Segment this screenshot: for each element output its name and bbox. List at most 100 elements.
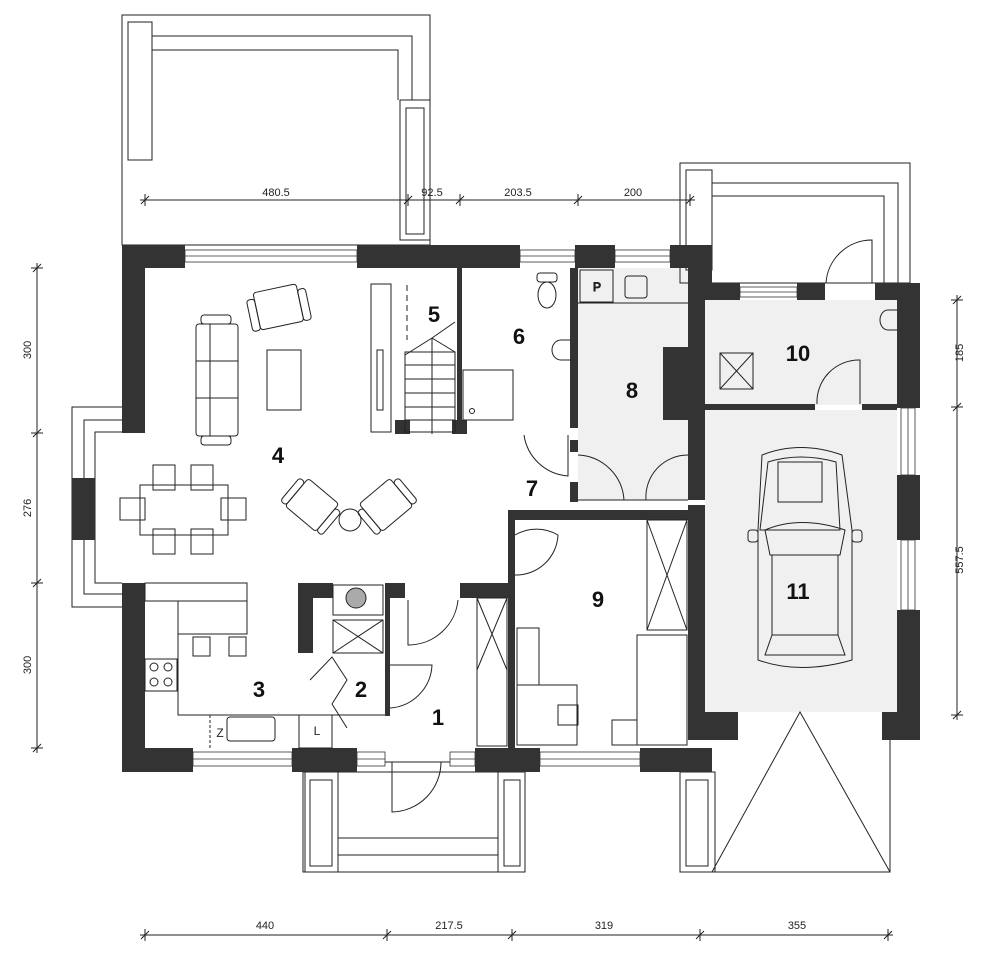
chair	[190, 464, 214, 491]
dim-tick	[32, 743, 42, 753]
room-number-10: 10	[786, 341, 810, 366]
chair	[152, 464, 176, 491]
sofa-body	[195, 323, 239, 437]
chair	[190, 528, 214, 555]
burner	[149, 662, 159, 672]
wardrobe-cross	[476, 597, 508, 671]
dim-tick	[573, 195, 583, 205]
wall-segment	[385, 598, 390, 716]
wall-segment	[357, 245, 520, 268]
kitchen-island	[177, 600, 248, 635]
sliding-partition	[309, 656, 348, 729]
dim-bottom-1: 440	[256, 920, 274, 932]
wall-segment	[663, 347, 688, 420]
chair-arm	[317, 508, 341, 535]
room-number-3: 3	[253, 677, 265, 702]
entrance-door-swing	[391, 761, 442, 813]
dim-left-3: 300	[22, 656, 34, 674]
boiler-label: P	[593, 280, 601, 294]
utility-sink	[624, 275, 648, 299]
porch-outline	[302, 771, 526, 873]
wall-segment	[292, 748, 357, 772]
staircase	[370, 283, 456, 434]
wall-segment	[897, 610, 920, 740]
door-swing	[523, 434, 569, 477]
dishwasher-label: L	[314, 724, 321, 738]
kitchen-counter	[177, 634, 385, 716]
chimney-shaft	[332, 619, 384, 654]
dim-tick	[507, 930, 517, 940]
door-swing	[389, 664, 433, 709]
dining-set	[119, 464, 247, 555]
wall-segment	[570, 268, 578, 428]
porch	[302, 771, 526, 873]
door-swing	[645, 454, 689, 501]
room-number-1: 1	[432, 705, 444, 730]
dimension-labels: 480.5 92.5 203.5 200 440 217.5 319 355 3…	[22, 187, 966, 932]
bar-stool	[192, 636, 211, 657]
chair-arm	[357, 508, 381, 535]
side-table	[338, 508, 362, 532]
burner	[163, 662, 173, 672]
wall-segment	[570, 440, 578, 452]
car-windshield	[777, 461, 823, 503]
chair	[119, 497, 146, 521]
terrace-top	[121, 14, 431, 246]
chair	[152, 528, 176, 555]
dim-tick	[382, 930, 392, 940]
dim-tick	[140, 930, 150, 940]
dim-tick	[952, 402, 962, 412]
armchair-arm	[246, 298, 261, 332]
room-number-11: 11	[786, 579, 809, 604]
door-swing	[407, 599, 459, 646]
washbasin-icon	[551, 339, 570, 361]
burner	[163, 677, 173, 687]
dim-top-1: 480.5	[262, 187, 290, 199]
wall-segment	[395, 420, 410, 434]
sofa	[195, 314, 239, 446]
dimension-lines	[31, 194, 963, 941]
wall-segment	[688, 300, 705, 500]
washbasin-icon	[879, 309, 897, 331]
wall-segment	[508, 510, 515, 748]
chair-arm	[393, 478, 417, 505]
wall-segment	[700, 283, 740, 300]
car-mirror	[747, 529, 759, 543]
dim-tick	[403, 195, 413, 205]
room-number-8: 8	[626, 378, 638, 403]
desk	[516, 684, 578, 746]
shower-tray	[462, 369, 514, 421]
dim-top-3: 203.5	[504, 187, 532, 199]
door-swing	[514, 528, 559, 576]
floor-room-11	[705, 410, 897, 712]
terrace-edge	[712, 182, 899, 283]
door-swing	[825, 239, 873, 284]
chair	[220, 497, 247, 521]
wall-segment	[457, 268, 462, 432]
kitchen-counter	[144, 582, 248, 602]
dishwasher	[298, 714, 333, 749]
porch-pillar	[309, 779, 333, 867]
lounge-chair	[357, 478, 417, 535]
wall-segment	[575, 245, 615, 268]
room-number-6: 6	[513, 324, 525, 349]
armchair-body	[253, 283, 304, 331]
room-numbers: 1 2 3 4 5 6 7 8 9 10 11	[253, 302, 810, 730]
boiler	[579, 269, 614, 303]
wall-segment	[452, 420, 467, 434]
nightstand	[611, 719, 638, 746]
terrace-outline	[679, 162, 911, 284]
toilet-bowl	[537, 281, 557, 309]
room-number-5: 5	[428, 302, 440, 327]
dim-tick	[883, 930, 893, 940]
driveway-pillar	[679, 771, 716, 873]
stair-steps	[404, 351, 456, 433]
desk	[516, 627, 540, 686]
wall-segment	[897, 475, 920, 540]
dim-top-4: 200	[624, 187, 642, 199]
dim-right-1: 185	[954, 344, 966, 362]
car-icon	[747, 447, 863, 668]
fireplace-insert-icon	[345, 587, 367, 609]
dim-tick	[685, 195, 695, 205]
